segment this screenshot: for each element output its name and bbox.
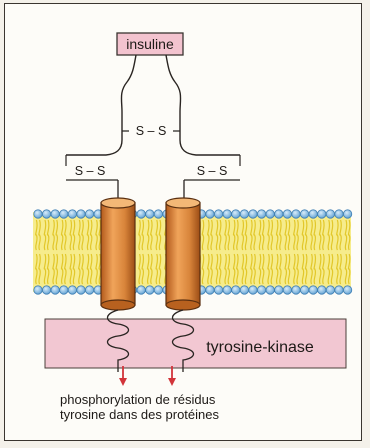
lipid-head xyxy=(275,286,283,294)
lipid-head xyxy=(249,210,257,218)
lipid-head xyxy=(51,210,59,218)
bond-top-label: S – S xyxy=(136,124,167,138)
lipid-head xyxy=(60,286,68,294)
kinase-label: tyrosine-kinase xyxy=(206,339,314,356)
arrow-right xyxy=(168,366,176,386)
lipid-head xyxy=(68,286,76,294)
lipid-head xyxy=(206,210,214,218)
helix-left xyxy=(101,198,135,310)
lipid-head xyxy=(146,286,154,294)
lipid-head xyxy=(283,286,291,294)
lipid-head xyxy=(154,210,162,218)
bond-left-label: S – S xyxy=(75,164,106,178)
lipid-head xyxy=(34,210,42,218)
lipid-head xyxy=(318,210,326,218)
lipid-head xyxy=(300,286,308,294)
lipid-head xyxy=(326,210,334,218)
lipid-head xyxy=(214,286,222,294)
arrow-left xyxy=(119,366,127,386)
lipid-head xyxy=(77,286,85,294)
lipid-head xyxy=(137,286,145,294)
lipid-head xyxy=(326,286,334,294)
lipid-head xyxy=(223,210,231,218)
lipid-head xyxy=(335,286,343,294)
lipid-head xyxy=(266,210,274,218)
lipid-head xyxy=(335,210,343,218)
alpha-chain-left xyxy=(66,55,136,155)
lipid-head xyxy=(283,210,291,218)
lipid-head xyxy=(309,286,317,294)
lipid-head xyxy=(266,286,274,294)
lipid-head xyxy=(257,286,265,294)
lipid-head xyxy=(249,286,257,294)
lipid-head xyxy=(343,210,351,218)
lipid-head xyxy=(257,210,265,218)
lipid-head xyxy=(60,210,68,218)
caption-line-1: phosphorylation de résidus xyxy=(60,392,216,407)
lipid-head xyxy=(292,286,300,294)
lipid-head xyxy=(77,210,85,218)
lipid-head xyxy=(51,286,59,294)
alpha-chain-right xyxy=(166,55,240,155)
lipid-head xyxy=(85,286,93,294)
lipid-head xyxy=(275,210,283,218)
lipid-head xyxy=(42,286,50,294)
lipid-head xyxy=(300,210,308,218)
lipid-head xyxy=(292,210,300,218)
lipid-head xyxy=(206,286,214,294)
lipid-head xyxy=(154,286,162,294)
lipid-head xyxy=(85,210,93,218)
lipid-head xyxy=(240,210,248,218)
caption-line-2: tyrosine dans des protéines xyxy=(60,407,219,422)
lipid-head xyxy=(232,210,240,218)
bond-right-label: S – S xyxy=(197,164,228,178)
insulin-label: insuline xyxy=(126,36,174,52)
lipid-head xyxy=(309,210,317,218)
lipid-head xyxy=(214,210,222,218)
lipid-head xyxy=(240,286,248,294)
lipid-head xyxy=(318,286,326,294)
lipid-head xyxy=(232,286,240,294)
lipid-head xyxy=(137,210,145,218)
lipid-head xyxy=(343,286,351,294)
lipid-head xyxy=(34,286,42,294)
lipid-head xyxy=(68,210,76,218)
lipid-head xyxy=(42,210,50,218)
helix-right xyxy=(166,198,200,310)
lipid-head xyxy=(146,210,154,218)
lipid-head xyxy=(223,286,231,294)
